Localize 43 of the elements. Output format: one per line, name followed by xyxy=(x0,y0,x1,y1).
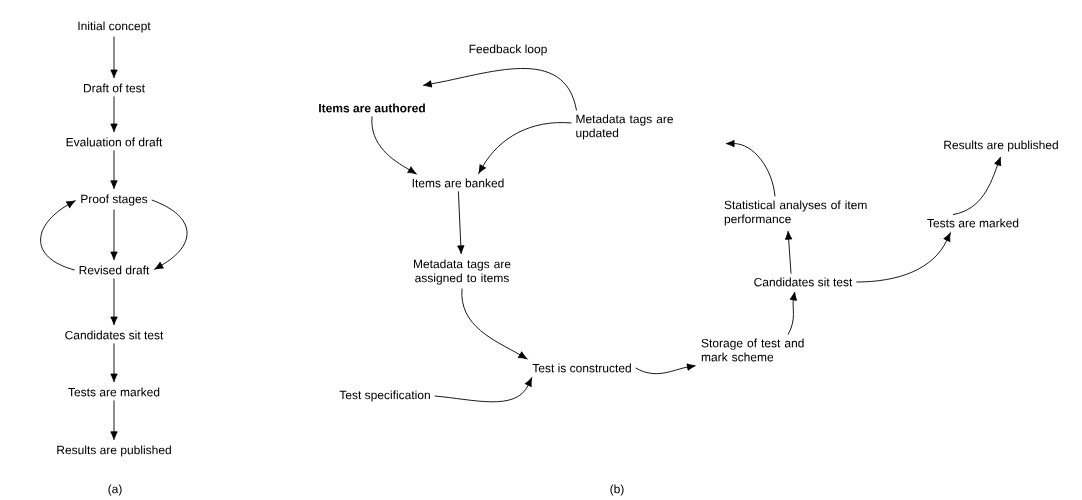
step-text: Initial concept xyxy=(78,21,151,33)
step-text: Evaluation of draft xyxy=(66,137,163,147)
arrow xyxy=(110,277,118,326)
panel-label: (a) xyxy=(108,484,122,496)
step-text: Draft of test xyxy=(84,83,145,93)
arrow xyxy=(40,200,76,271)
arrow xyxy=(422,68,577,111)
panel-label: (b) xyxy=(610,484,624,496)
step-text: Candidates sit test xyxy=(65,330,164,340)
step-text: Metadata tags are assigned to items xyxy=(413,259,511,285)
arrow xyxy=(787,291,797,336)
step-text: Items are authored xyxy=(319,103,425,113)
step-text: Test is constructed xyxy=(532,363,631,373)
arrow xyxy=(952,156,1002,216)
arrow xyxy=(110,36,118,79)
arrow xyxy=(434,377,533,403)
arrow xyxy=(457,190,465,255)
step-text: Results are published xyxy=(57,445,171,457)
edge-label: Feedback loop xyxy=(467,43,549,57)
step-text: Tests are marked xyxy=(68,387,160,397)
arrow xyxy=(855,232,951,283)
arrow xyxy=(785,230,793,275)
arrow xyxy=(110,149,118,190)
arrow xyxy=(478,122,572,174)
step-text: Results are published xyxy=(944,140,1058,152)
arrow xyxy=(110,95,118,133)
step-text: Storage of test and mark scheme xyxy=(701,338,804,362)
step-text: Test specification xyxy=(339,390,430,402)
step-text: Tests are marked xyxy=(927,218,1019,228)
step-text: Candidates sit test xyxy=(754,277,853,287)
arrow xyxy=(725,139,776,197)
arrow xyxy=(461,288,528,360)
arrow xyxy=(635,363,696,375)
arrow xyxy=(371,115,417,175)
arrow xyxy=(151,199,188,270)
arrow xyxy=(110,209,118,261)
step-text: Statistical analyses of item performance xyxy=(724,200,867,226)
step-text: Items are banked xyxy=(412,178,504,188)
arrow xyxy=(110,342,118,383)
step-text: Proof stages xyxy=(81,194,148,206)
step-text: Revised draft xyxy=(79,265,150,275)
arrow xyxy=(110,399,118,441)
step-text: Metadata tags are updated xyxy=(576,114,673,140)
